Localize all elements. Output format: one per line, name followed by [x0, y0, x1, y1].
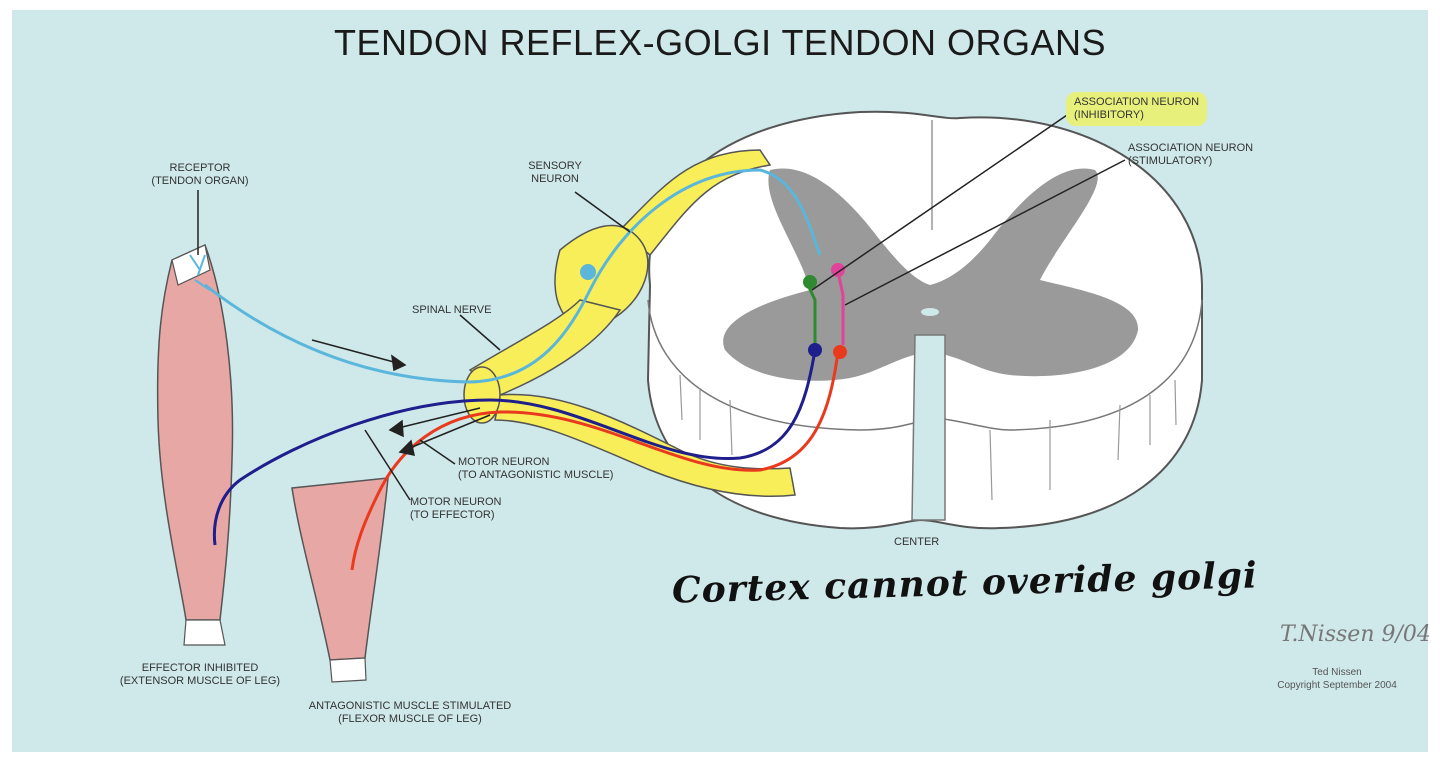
motor-direction-arrow — [389, 407, 481, 431]
annotations — [197, 112, 1126, 501]
motor-neuron-effector-cell-body — [808, 343, 822, 357]
sensory-neuron-path — [204, 168, 822, 384]
flexor-tendon-bottom — [329, 657, 367, 683]
label-assoc-stimulatory: ASSOCIATION NEURON(STIMULATORY) — [1128, 142, 1254, 167]
motor-neuron-antagonist-cell-body — [833, 345, 847, 359]
motor-arrowhead-2 — [398, 439, 415, 456]
leader-motor-antagonistic — [419, 439, 456, 465]
extensor-tendon-top — [171, 244, 211, 286]
label-effector-inhibited: EFFECTOR INHIBITED(EXTENSOR MUSCLE OF LE… — [119, 662, 281, 687]
sensory-direction-arrow — [311, 339, 406, 366]
motor-arrowhead — [388, 419, 404, 438]
leader-spinal-nerve — [459, 314, 501, 351]
spinal-cord — [646, 110, 1203, 530]
assoc-inhibitory-cell-body — [803, 275, 817, 289]
dorsal-root — [618, 149, 772, 257]
label-spinal-nerve: SPINAL NERVE — [412, 304, 492, 316]
sensory-arrowhead — [391, 354, 407, 372]
label-assoc-inhibitory: ASSOCIATION NEURON(INHIBITORY) — [1066, 92, 1208, 126]
nerve-trunk — [468, 299, 622, 396]
central-canal — [921, 308, 939, 316]
motor-neuron-effector-path — [212, 349, 817, 546]
leader-assoc-stimulatory — [844, 159, 1126, 306]
sensory-neuron-cell-body — [580, 264, 596, 280]
extensor-tendon-bottom — [183, 619, 226, 646]
sensory-receptor-endings — [189, 254, 211, 291]
gray-matter — [723, 168, 1139, 381]
assoc-inhibitory-neuron — [806, 284, 817, 345]
motor-neuron-antagonist-path — [350, 351, 840, 571]
label-motor-antagonistic: MOTOR NEURON(TO ANTAGONISTIC MUSCLE) — [458, 456, 614, 481]
motor-direction-arrow-2 — [399, 414, 491, 453]
assoc-stimulatory-cell-body — [831, 263, 845, 277]
signature: T.Nissen 9/04 — [1280, 622, 1431, 647]
anterior-median-fissure — [911, 334, 946, 521]
leader-motor-effector — [364, 429, 411, 501]
label-antagonistic-stimulated: ANTAGONISTIC MUSCLE STIMULATED(FLEXOR MU… — [308, 700, 512, 725]
diagram-title: TENDON REFLEX-GOLGI TENDON ORGANS — [334, 22, 1106, 63]
leader-assoc-inhibitory — [811, 112, 1071, 291]
leader-sensory-neuron — [574, 191, 631, 233]
neurons — [189, 168, 847, 571]
label-receptor: RECEPTOR(TENDON ORGAN) — [151, 162, 249, 187]
muscles — [156, 243, 389, 683]
label-motor-effector: MOTOR NEURON(TO EFFECTOR) — [410, 496, 502, 521]
extensor-muscle — [156, 243, 234, 621]
assoc-stimulatory-neuron — [836, 271, 845, 345]
label-center: CENTER — [894, 536, 940, 548]
